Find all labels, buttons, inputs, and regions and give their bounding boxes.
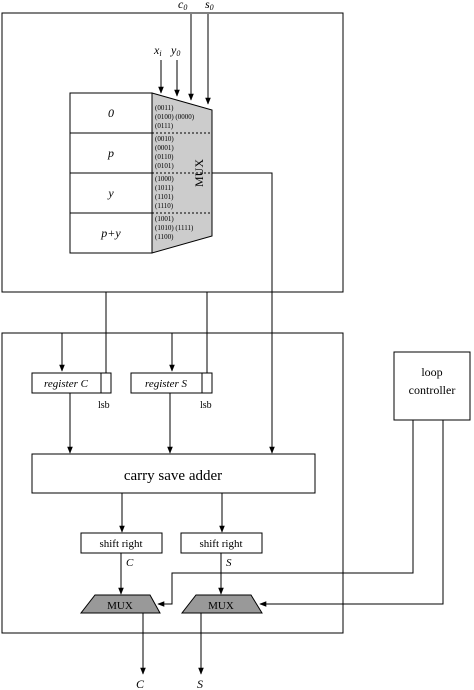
controller-select-c: [157, 420, 414, 607]
s0-label: s0: [205, 0, 214, 12]
xi-label: xi: [153, 43, 162, 58]
bottom-mux-c-label: MUX: [107, 600, 133, 612]
code: (1110): [155, 202, 174, 210]
code: (0101): [155, 162, 174, 170]
output-c-label: C: [136, 677, 145, 690]
code: (1010) (1111): [155, 224, 194, 232]
code: (1101): [155, 193, 174, 201]
code: (0100) (0000): [155, 113, 195, 121]
register-c-label: register C: [44, 378, 89, 390]
code: (0111): [155, 122, 174, 130]
carry-save-adder-label: carry save adder: [124, 468, 222, 484]
table-row-p-plus-y: p+y: [100, 226, 121, 240]
shift-c-output-label: C: [126, 557, 134, 569]
register-s-input-wire: [169, 332, 207, 372]
shift-right-s-label: shift right: [199, 538, 242, 550]
table-row-p: p: [107, 146, 114, 160]
loop-controller-line1: loop: [421, 365, 442, 379]
table-row-0: 0: [108, 106, 114, 120]
top-mux-label: MUX: [192, 159, 206, 187]
code: (0110): [155, 153, 174, 161]
register-s-lsb: lsb: [200, 400, 212, 411]
bottom-mux-c: [79, 594, 161, 614]
loop-controller: [393, 351, 471, 421]
register-c-lsb-cell: [100, 372, 112, 394]
output-s-label: S: [197, 677, 203, 690]
code: (0001): [155, 144, 174, 152]
bottom-mux-s: [180, 594, 263, 614]
code: (1011): [155, 184, 174, 192]
code: (0011): [155, 104, 174, 112]
register-s-lsb-cell: [201, 372, 213, 394]
c0-label: c0: [178, 0, 187, 12]
mux-codes: (0011) (0100) (0000) (0111) (0010) (0001…: [155, 104, 195, 241]
mux-output-wire: [212, 172, 275, 454]
code: (0010): [155, 135, 174, 143]
bottom-mux-s-label: MUX: [208, 600, 234, 612]
carry-save-adder: [31, 453, 316, 494]
top-frame: [1, 12, 344, 293]
register-s-label: register S: [145, 378, 188, 390]
code: (1000): [155, 175, 174, 183]
shift-right-c-label: shift right: [99, 538, 142, 550]
loop-controller-line2: controller: [409, 383, 456, 397]
y0-label: y0: [170, 43, 180, 58]
code: (1001): [155, 215, 174, 223]
table-row-y: y: [107, 186, 114, 200]
controller-select-s: [259, 420, 444, 607]
code: (1100): [155, 233, 174, 241]
shift-s-output-label: S: [226, 557, 232, 569]
register-c-lsb: lsb: [98, 400, 110, 411]
